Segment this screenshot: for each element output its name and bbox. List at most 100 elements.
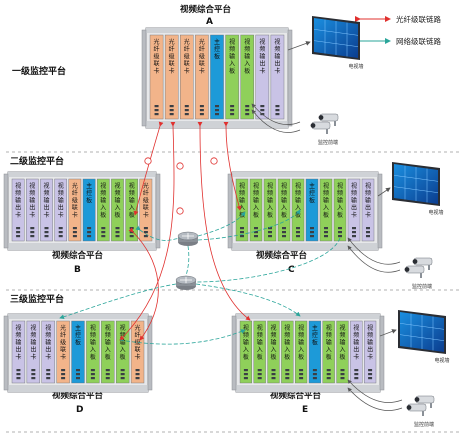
fiber-coil-icon bbox=[176, 207, 184, 215]
camera-a: 监控前端 bbox=[251, 103, 339, 146]
rack-top-rail bbox=[146, 28, 288, 33]
card-label-char: 入 bbox=[298, 347, 304, 354]
platform-d-letter: D bbox=[76, 405, 83, 415]
card-port bbox=[105, 377, 110, 380]
card-input bbox=[239, 320, 253, 384]
card-port bbox=[354, 369, 359, 372]
rack-platform-d: 视频输出卡视频输出卡视频输出卡光纤级联卡主控板视频输入板视频输入板视频输入板光纤… bbox=[3, 313, 153, 393]
card-input bbox=[295, 320, 308, 384]
card-label-char: 视 bbox=[365, 182, 371, 190]
camera-label: 监控前端 bbox=[412, 283, 432, 290]
card-label-char: 联 bbox=[60, 346, 66, 354]
camera-feed-line bbox=[347, 245, 401, 273]
card-label-char: 频 bbox=[323, 189, 329, 197]
tv-grid-line bbox=[393, 186, 439, 193]
card-label-char: 视 bbox=[15, 182, 21, 190]
card-label-char: 输 bbox=[129, 196, 135, 204]
switch-icon-upper bbox=[177, 231, 199, 246]
rack-ear-right bbox=[155, 173, 161, 249]
tv-grid-line bbox=[399, 334, 445, 341]
camera-mount bbox=[428, 265, 430, 270]
card-port bbox=[120, 373, 125, 376]
card-label-char: 频 bbox=[43, 189, 49, 197]
card-main bbox=[308, 320, 322, 384]
card-label-char: 视 bbox=[229, 38, 235, 46]
card-label-char: 视 bbox=[105, 324, 111, 332]
card-label-char: 主 bbox=[86, 182, 92, 190]
card-label-char: 输 bbox=[323, 196, 329, 204]
camera-feed-line bbox=[347, 387, 403, 411]
card-port bbox=[58, 227, 63, 230]
rack-top-rail bbox=[232, 172, 378, 177]
card-label-char: 入 bbox=[295, 205, 301, 212]
card-output bbox=[364, 320, 377, 384]
card-port bbox=[352, 231, 356, 234]
card-label-char: 卡 bbox=[29, 211, 35, 219]
card-port bbox=[282, 231, 286, 234]
card-label-char: 板 bbox=[267, 211, 273, 219]
tv-output-arrow bbox=[379, 329, 397, 337]
card-label-char: 板 bbox=[114, 211, 120, 219]
rack-ear-left bbox=[3, 173, 9, 249]
card-label-char: 频 bbox=[105, 331, 111, 339]
card-label-char: 卡 bbox=[184, 67, 190, 75]
card-port bbox=[154, 109, 159, 112]
card-port bbox=[340, 377, 345, 380]
network-link-lower-e bbox=[195, 283, 301, 317]
card-label-char: 输 bbox=[90, 338, 96, 346]
platform-a-name: 视频综合平台 bbox=[180, 4, 232, 15]
card-port bbox=[368, 369, 373, 372]
card-label-char: 纤 bbox=[143, 189, 149, 197]
card-port bbox=[324, 227, 328, 230]
platform-b-letter: B bbox=[74, 265, 81, 275]
card-port bbox=[16, 369, 21, 372]
card-label-char: 板 bbox=[339, 353, 345, 361]
card-label-char: 入 bbox=[326, 347, 332, 354]
card-port bbox=[240, 235, 244, 238]
card-port bbox=[61, 373, 66, 376]
card-label-char: 输 bbox=[100, 196, 106, 204]
card-port bbox=[299, 373, 304, 376]
tv-output-arrows bbox=[287, 41, 397, 337]
card-port bbox=[87, 227, 92, 230]
card-port bbox=[115, 227, 120, 230]
card-label-char: 输 bbox=[243, 338, 249, 346]
card-label-char: 级 bbox=[199, 52, 205, 60]
card-port bbox=[260, 105, 265, 108]
card-label-char: 输 bbox=[339, 338, 345, 346]
card-label-char: 频 bbox=[367, 331, 373, 339]
card-label-char: 频 bbox=[326, 331, 332, 339]
card-label-char: 输 bbox=[367, 338, 373, 346]
card-label-char: 频 bbox=[15, 189, 21, 197]
card-label-char: 出 bbox=[365, 204, 371, 212]
card-label-char: 视 bbox=[45, 324, 51, 332]
card-label-char: 频 bbox=[365, 189, 371, 197]
tv-output-arrow bbox=[287, 41, 311, 51]
card-input bbox=[319, 178, 333, 242]
card-label-char: 光 bbox=[184, 38, 190, 46]
card-label-char: 板 bbox=[326, 353, 332, 361]
card-port bbox=[243, 369, 248, 372]
card-label-char: 卡 bbox=[15, 211, 21, 219]
card-port bbox=[271, 369, 276, 372]
card-label-char: 板 bbox=[86, 196, 92, 204]
fiber-links bbox=[119, 121, 251, 341]
camera-lens bbox=[412, 259, 418, 264]
card-label-char: 输 bbox=[105, 338, 111, 346]
card-label-char: 出 bbox=[353, 346, 359, 354]
card-label-char: 卡 bbox=[199, 67, 205, 75]
card-label-char: 输 bbox=[259, 52, 265, 60]
card-port bbox=[354, 377, 359, 380]
card-port bbox=[31, 369, 36, 372]
card-port bbox=[326, 369, 331, 372]
camera-feed-line bbox=[251, 103, 301, 125]
card-port bbox=[184, 109, 189, 112]
card-port bbox=[282, 227, 286, 230]
card-label-char: 视 bbox=[100, 182, 106, 190]
card-port bbox=[129, 235, 134, 238]
card-port bbox=[72, 227, 77, 230]
card-label-char: 光 bbox=[60, 324, 66, 332]
platform-e-name: 视频综合平台 bbox=[270, 390, 322, 401]
card-label-char: 视 bbox=[353, 324, 359, 332]
